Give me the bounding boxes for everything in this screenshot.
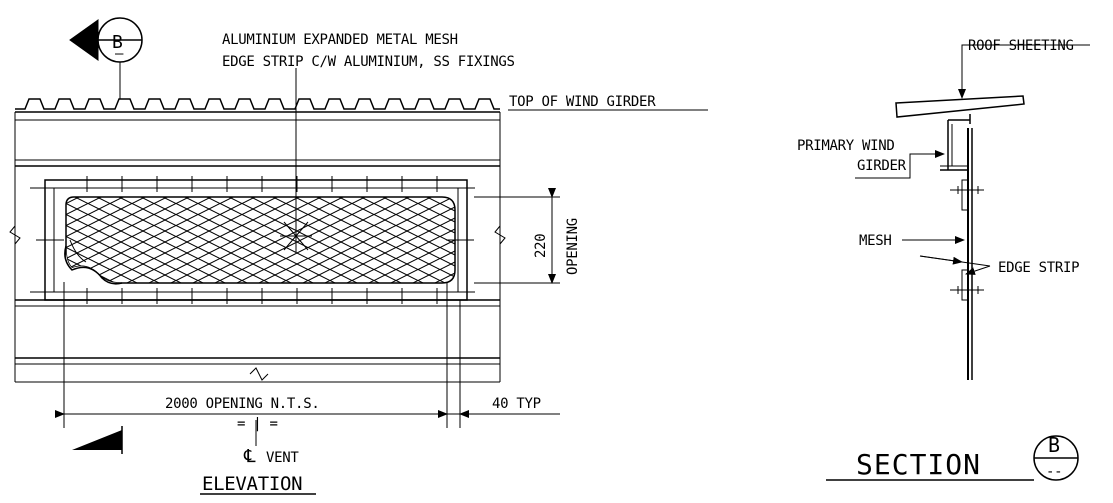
fixings-bottom — [30, 288, 475, 304]
roof-corrugation — [15, 98, 500, 110]
primary-girder-label-2: GIRDER — [857, 158, 907, 174]
primary-girder-label-1: PRIMARY WIND — [797, 138, 895, 154]
dim-typ-label: 40 TYP — [492, 396, 541, 412]
section-title: SECTION — [856, 448, 981, 481]
roof-sheet — [895, 95, 1025, 118]
dim-opening-label: OPENING — [565, 218, 581, 275]
section-view — [826, 44, 1090, 481]
break-right — [494, 225, 506, 245]
break-left — [9, 225, 21, 245]
mesh-panel — [65, 196, 456, 284]
mesh-note-line2: EDGE STRIP C/W ALUMINIUM, SS FIXINGS — [222, 54, 515, 70]
section-marker-letter: B — [112, 32, 123, 53]
elevation-view — [9, 17, 708, 495]
section-marker-sub-2: -- — [1046, 464, 1062, 480]
section-arrow-icon — [69, 19, 99, 61]
dim-opening-height: 220 — [533, 234, 549, 258]
section-marker-letter-2: B — [1048, 433, 1060, 457]
level-wedge-icon — [72, 430, 122, 450]
edge-strip-label: EDGE STRIP — [998, 260, 1079, 276]
section-marker-sub: – — [115, 46, 124, 62]
roof-sheeting-label: ROOF SHEETING — [968, 38, 1074, 54]
centerline-icon: ℄ — [243, 446, 256, 467]
centerline-label: VENT — [266, 450, 299, 466]
break-bottom — [249, 367, 269, 381]
elevation-title: ELEVATION — [202, 473, 302, 495]
mesh-note-line1: ALUMINIUM EXPANDED METAL MESH — [222, 32, 458, 48]
top-of-girder-label: TOP OF WIND GIRDER — [509, 94, 656, 110]
equal-marks: = | = — [237, 416, 278, 432]
mesh-label: MESH — [859, 233, 892, 249]
dim-width-label: 2000 OPENING N.T.S. — [165, 396, 319, 412]
fixings-top — [30, 176, 475, 192]
